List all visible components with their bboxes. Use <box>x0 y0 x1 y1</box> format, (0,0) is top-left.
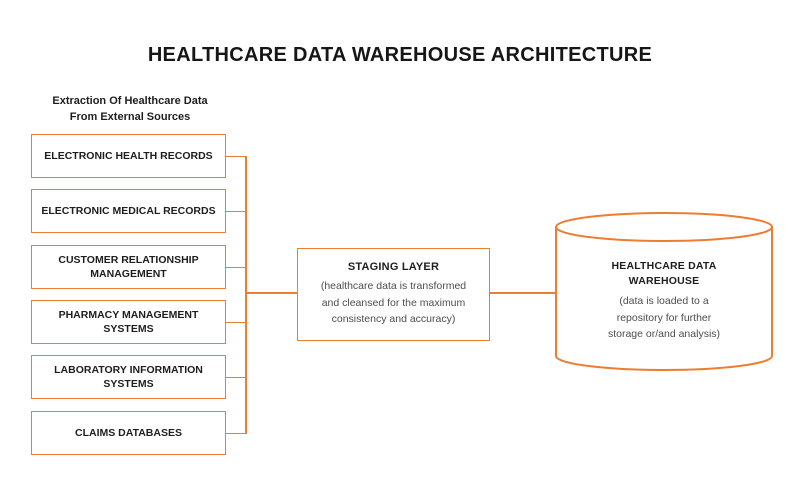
source-box-electronic-medical-records: ELECTRONIC MEDICAL RECORDS <box>31 189 226 233</box>
connector-stub-4 <box>226 321 247 323</box>
database-cylinder-shape <box>555 212 773 371</box>
source-box-label: ELECTRONIC HEALTH RECORDS <box>44 150 213 162</box>
extraction-label-line-2: From External Sources <box>69 111 191 123</box>
source-box-label: PHARMACY MANAGEMENT SYSTEMS <box>58 309 199 335</box>
diagram-title: HEALTHCARE DATA WAREHOUSE ARCHITECTURE <box>147 44 653 66</box>
warehouse-text-block: HEALTHCARE DATA WAREHOUSE (data is loade… <box>580 259 748 343</box>
connector-staging-to-warehouse <box>490 292 556 294</box>
extraction-sources-label: Extraction Of Healthcare Data From Exter… <box>30 93 230 125</box>
source-box-claims-databases: CLAIMS DATABASES <box>31 411 226 455</box>
connector-stub-6 <box>226 432 247 434</box>
connector-stub-5 <box>226 376 247 378</box>
connector-stub-3 <box>226 266 247 268</box>
source-box-label: ELECTRONIC MEDICAL RECORDS <box>41 205 216 217</box>
staging-description-line-3: consistency and accuracy) <box>331 313 456 326</box>
source-box-label: CUSTOMER RELATIONSHIP MANAGEMENT <box>58 254 199 280</box>
staging-layer-box: STAGING LAYER (healthcare data is transf… <box>297 248 490 341</box>
warehouse-title-line-1: HEALTHCARE DATA <box>611 260 717 272</box>
source-box-label: LABORATORY INFORMATION SYSTEMS <box>54 364 203 390</box>
staging-description-line-2: and cleansed for the maximum <box>321 296 466 309</box>
warehouse-description-line-3: storage or/and analysis) <box>607 328 721 340</box>
source-box-label: CLAIMS DATABASES <box>75 427 182 439</box>
extraction-label-line-1: Extraction Of Healthcare Data <box>52 95 208 107</box>
connector-stub-2 <box>226 210 247 212</box>
warehouse-description-line-1: (data is loaded to a <box>619 295 709 307</box>
connector-stub-1 <box>226 155 247 157</box>
source-box-laboratory-information-systems: LABORATORY INFORMATION SYSTEMS <box>31 355 226 399</box>
staging-layer-title: STAGING LAYER <box>347 261 440 274</box>
connector-bus-vertical <box>245 155 247 434</box>
source-box-pharmacy-management-systems: PHARMACY MANAGEMENT SYSTEMS <box>31 300 226 344</box>
connector-sources-to-staging <box>245 292 297 294</box>
warehouse-title-line-2: WAREHOUSE <box>628 275 700 287</box>
source-box-customer-relationship-management: CUSTOMER RELATIONSHIP MANAGEMENT <box>31 245 226 289</box>
staging-description-line-1: (healthcare data is transformed <box>320 280 467 293</box>
warehouse-description-line-2: repository for further <box>616 311 712 324</box>
source-box-electronic-health-records: ELECTRONIC HEALTH RECORDS <box>31 134 226 178</box>
